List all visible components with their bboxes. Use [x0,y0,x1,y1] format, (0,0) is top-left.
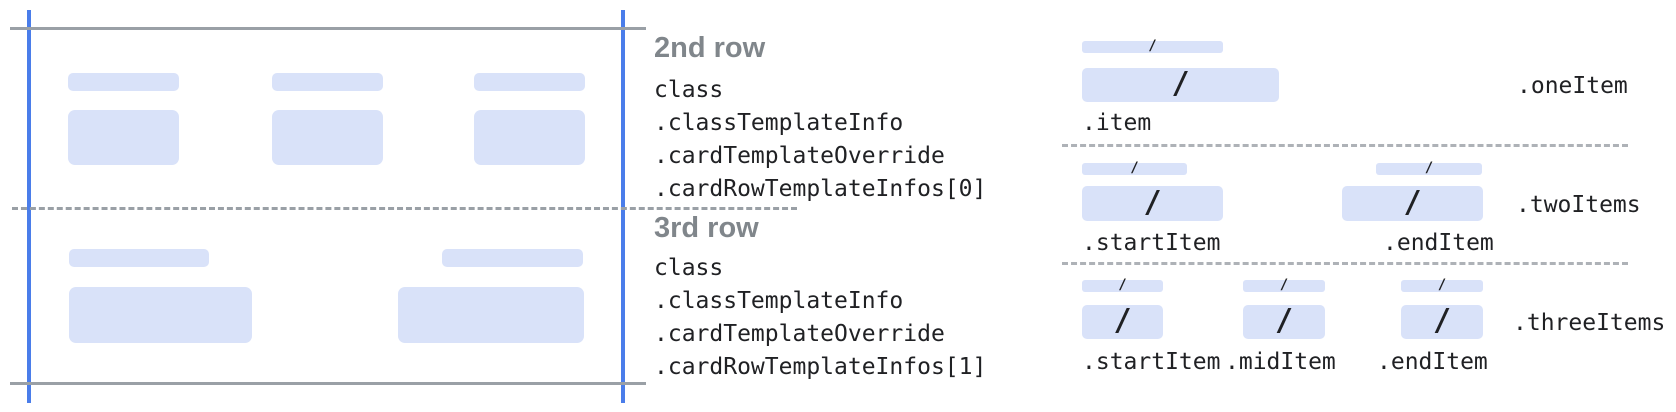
one-item-value-bar: / [1082,68,1279,102]
three-items-start-label-bar: / [1082,277,1163,293]
slash-icon: / [1171,66,1190,101]
three-items-group-label: .threeItems [1513,310,1666,336]
end-item-field-label: .endItem [1377,349,1488,375]
row2-col1-label-placeholder [68,73,179,91]
slash-icon: / [1148,38,1157,54]
row3-col2-label-placeholder [442,249,583,267]
second-row-code-line: .cardRowTemplateInfos[0] [654,176,987,202]
section-divider-dashed-line [1062,144,1628,147]
two-items-start-label-bar: / [1082,160,1187,176]
slash-icon: / [1432,303,1452,338]
card-row-divider-dashed-line [12,207,797,210]
third-row-code-line: .cardRowTemplateInfos[1] [654,354,987,380]
mid-item-field-label: .midItem [1225,349,1336,375]
slash-icon: / [1437,277,1447,293]
row3-col1-value-placeholder [69,287,252,343]
start-item-field-label: .startItem [1082,230,1221,256]
start-item-field-label: .startItem [1082,349,1221,375]
two-items-start-value-bar: / [1082,186,1223,221]
item-field-label: .item [1082,110,1152,136]
slash-icon: / [1424,160,1434,176]
slash-icon: / [1118,277,1127,293]
three-items-mid-value-bar: / [1243,305,1325,339]
three-items-mid-label-bar: / [1243,277,1325,293]
row2-col3-label-placeholder [474,73,585,91]
card-top-border-line [10,27,646,30]
section-divider-dashed-line [1062,262,1628,265]
one-item-label-bar: / [1082,38,1223,54]
second-row-code-line: .cardTemplateOverride [654,143,945,169]
two-items-group-label: .twoItems [1516,192,1641,218]
third-row-code-line: .classTemplateInfo [654,288,904,314]
second-row-code-line: .classTemplateInfo [654,110,904,136]
slash-icon: / [1403,184,1422,220]
card-bottom-border-line [10,382,646,385]
slash-icon: / [1130,160,1139,176]
end-item-field-label: .endItem [1383,230,1494,256]
two-items-end-value-bar: / [1342,186,1483,221]
three-items-start-value-bar: / [1082,305,1163,339]
three-items-end-value-bar: / [1401,305,1483,339]
slash-icon: / [1113,303,1132,338]
row2-col2-value-placeholder [272,110,383,165]
second-row-heading: 2nd row [654,32,766,64]
row3-col1-label-placeholder [69,249,209,267]
one-item-group-label: .oneItem [1517,73,1628,99]
card-right-guide-line [621,10,625,403]
two-items-end-label-bar: / [1376,160,1482,176]
slash-icon: / [1143,184,1162,220]
card-left-guide-line [27,10,31,403]
three-items-end-label-bar: / [1401,277,1483,293]
slash-icon: / [1274,303,1294,338]
row3-col2-value-placeholder [398,287,584,343]
row2-col2-label-placeholder [272,73,383,91]
second-row-code-line: class [654,77,724,103]
row2-col1-value-placeholder [68,110,179,165]
row2-col3-value-placeholder [474,110,585,165]
third-row-heading: 3rd row [654,212,759,244]
third-row-code-line: class [654,255,724,281]
slash-icon: / [1279,277,1289,293]
third-row-code-line: .cardTemplateOverride [654,321,945,347]
